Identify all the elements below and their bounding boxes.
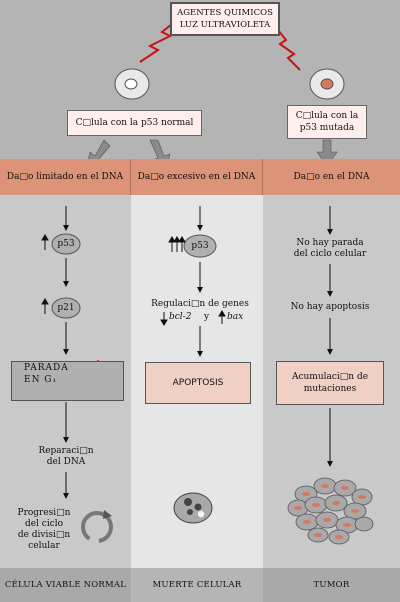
mutant-cell-icon	[309, 68, 345, 100]
gene-and: y	[204, 312, 210, 322]
header-limited-damage: Da□o limitado en el DNA	[0, 159, 131, 195]
apoptosis-box: APOPTOSIS	[145, 362, 251, 404]
progression-line-4: celular	[28, 541, 60, 551]
p21-label: p21	[57, 303, 75, 313]
agents-line-1: AGENTES QUIMICOS	[177, 8, 273, 18]
p53-label-col1: p53	[57, 239, 75, 249]
header-excessive-damage-text: Da□o excesivo en el DNA	[137, 172, 256, 182]
agents-line-2: LUZ ULTRAVIOLETA	[179, 20, 271, 30]
gene-regulation-line-1: Regulaci□n de genes	[151, 299, 249, 309]
cell-cycle-arrest-box: PARADA EN G₁	[11, 361, 124, 401]
footer-tumor: TUMOR	[263, 568, 400, 602]
no-apoptosis: No hay apoptosis	[290, 302, 370, 312]
normal-cell-icon	[114, 68, 150, 100]
p53-label-col2: p53	[191, 241, 209, 251]
header-limited-damage-text: Da□o limitado en el DNA	[6, 172, 124, 182]
progression-line-3: de divisi□n	[17, 530, 71, 540]
up-arrow-icon	[41, 234, 49, 314]
mutant-cell-label-box: C□lula con la p53 mutada	[287, 105, 367, 139]
mutant-cell-label-line-2: p53 mutada	[299, 123, 355, 133]
normal-cell-label: C□lula con la p53 normal	[75, 118, 194, 128]
tumor-cluster-icon	[287, 477, 374, 545]
lightning-right-icon	[277, 29, 301, 71]
footer-viable-cell: CÉLULA VIABLE NORMAL	[0, 568, 131, 602]
p53-node-col1	[51, 233, 81, 255]
agents-box: AGENTES QUIMICOS LUZ ULTRAVIOLETA	[170, 2, 280, 36]
accumulation-line-2: mutaciones	[303, 384, 357, 394]
arrest-line-1: PARADA	[24, 363, 69, 373]
header-dna-damage-text: Da□o en el DNA	[293, 172, 370, 182]
mutant-cell-label-line-1: C□lula con la	[295, 111, 359, 121]
dna-repair-line-2: del DNA	[46, 457, 86, 467]
gene-bcl2: bcl-2	[169, 312, 192, 322]
triple-up-arrow-icon	[168, 236, 186, 252]
no-arrest-line-2: del ciclo celular	[293, 249, 367, 259]
progression-line-1: Progresi□n	[17, 508, 71, 518]
accumulation-line-1: Acumulaci□n de	[291, 372, 369, 382]
footer-cell-death: MUERTE CELULAR	[131, 568, 263, 602]
p21-node	[51, 297, 81, 319]
normal-cell-label-box: C□lula con la p53 normal	[67, 110, 202, 136]
apoptotic-cell-icon	[173, 492, 213, 524]
gene-bax: bax	[227, 312, 244, 322]
mutation-accumulation-box: Acumulaci□n de mutaciones	[276, 361, 384, 405]
footer-cell-death-text: MUERTE CELULAR	[152, 580, 242, 590]
apoptosis-label: APOPTOSIS	[172, 378, 224, 388]
footer-tumor-text: TUMOR	[313, 580, 350, 590]
header-excessive-damage: Da□o excesivo en el DNA	[131, 159, 263, 195]
progression-line-2: del ciclo	[24, 519, 64, 529]
dna-repair-line-1: Reparaci□n	[38, 446, 94, 456]
footer-viable-cell-text: CÉLULA VIABLE NORMAL	[4, 580, 127, 590]
no-arrest-line-1: No hay parada	[296, 238, 364, 248]
cell-cycle-progression-icon	[80, 510, 114, 544]
arrest-line-2: EN G₁	[24, 375, 58, 385]
p53-node-col2	[183, 234, 217, 258]
lightning-left-icon	[139, 23, 173, 63]
header-dna-damage: Da□o en el DNA	[263, 159, 400, 195]
